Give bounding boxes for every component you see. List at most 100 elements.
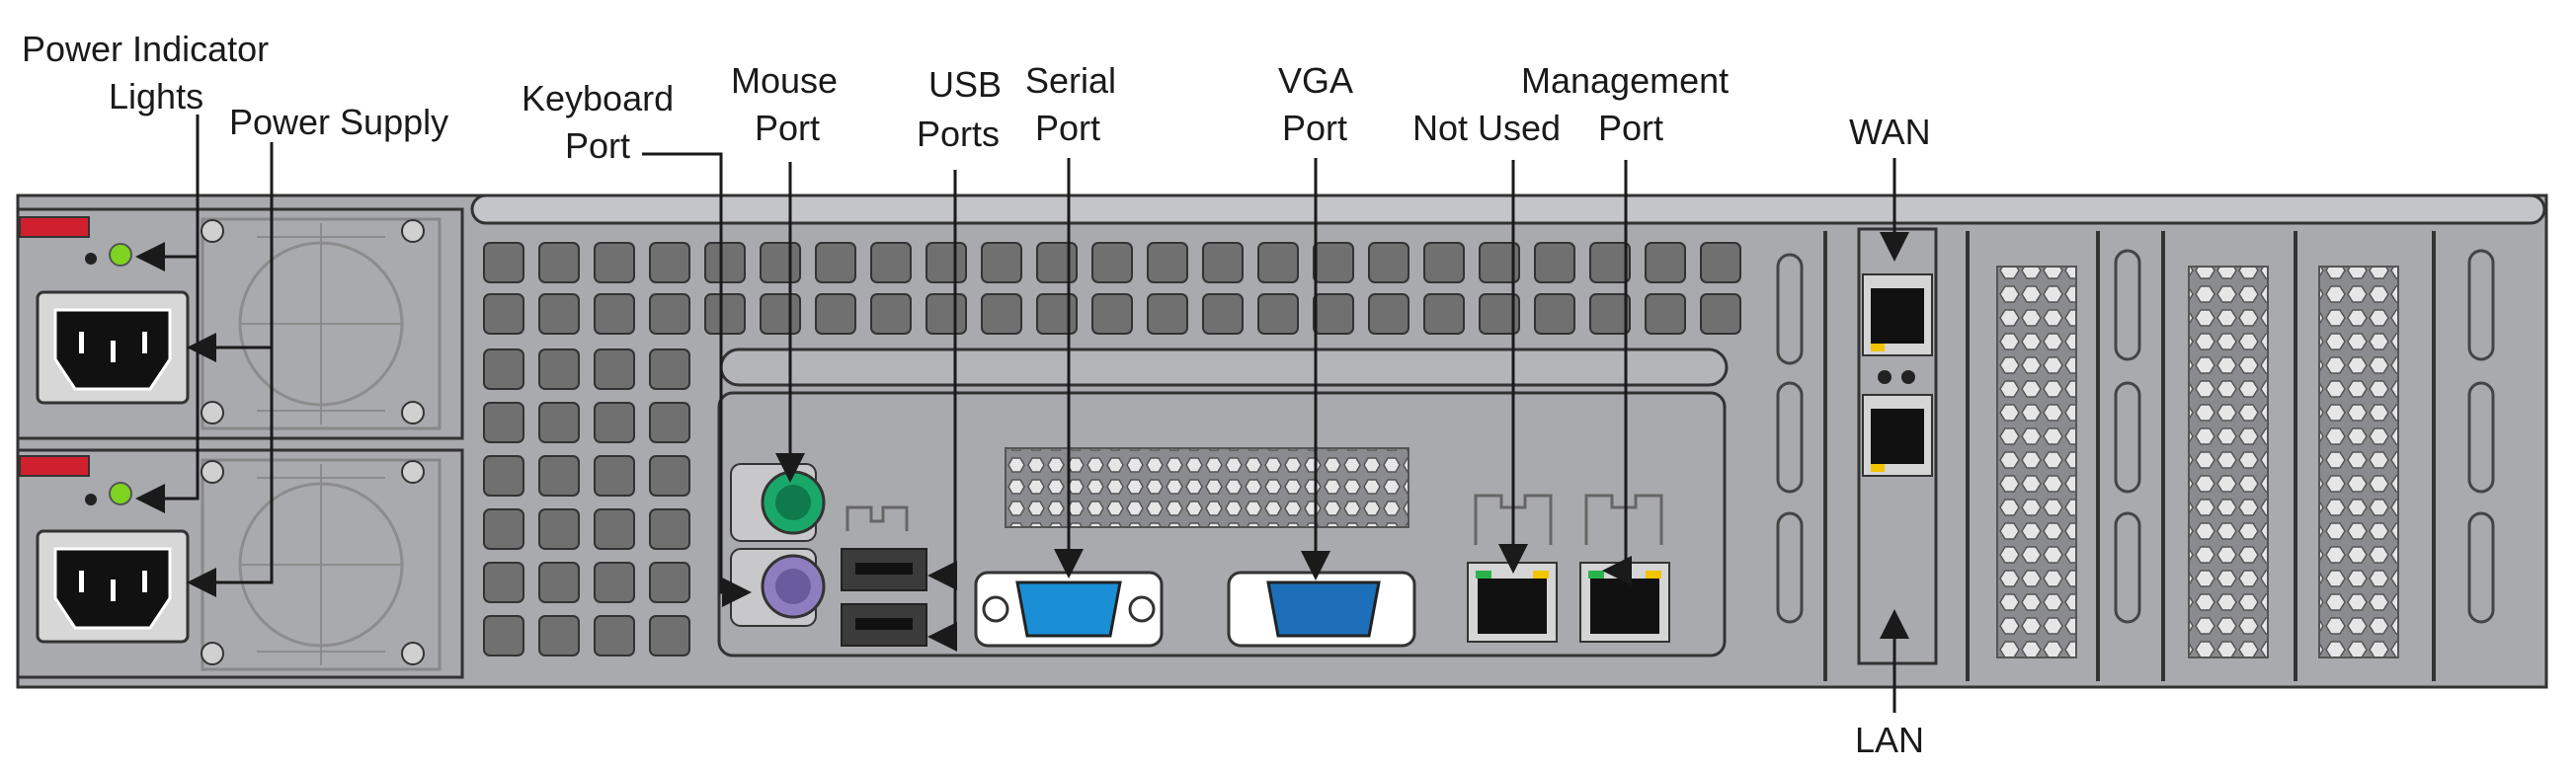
vent-hole: [1700, 293, 1741, 335]
vga-port-icon: [1266, 580, 1381, 638]
power-indicator-dot: [85, 253, 97, 265]
vent-hole: [594, 455, 635, 497]
screw-icon: [401, 460, 425, 484]
vent-hole: [1091, 242, 1133, 283]
label-power-indicator-line1: Power Indicator: [22, 29, 269, 69]
vent-hole: [1036, 242, 1078, 283]
vent-hole: [483, 615, 524, 656]
vent-hole: [1645, 293, 1686, 335]
vent-hole: [1368, 293, 1409, 335]
vent-hole: [926, 242, 967, 283]
vent-hole: [704, 293, 746, 335]
vent-hole: [1423, 242, 1465, 283]
vent-hole: [483, 242, 524, 283]
screw-icon: [401, 219, 425, 243]
label-usb-ports-line2: Ports: [917, 114, 1000, 154]
chassis-vents: [483, 242, 1741, 656]
screw-icon: [201, 460, 224, 484]
psu-handle-red: [19, 455, 90, 477]
psu-handle-red: [19, 216, 90, 238]
vent-hole: [594, 348, 635, 390]
vent-hole: [760, 242, 801, 283]
vent-hole: [483, 562, 524, 603]
vent-hole: [870, 242, 912, 283]
label-wan: WAN: [1849, 112, 1931, 152]
vent-hole: [594, 508, 635, 550]
db9-port-icon: [1015, 580, 1122, 638]
label-not-used: Not Used: [1412, 108, 1561, 148]
vent-hole: [1147, 242, 1188, 283]
vent-hole: [594, 562, 635, 603]
vent-hole: [1257, 293, 1299, 335]
vent-hole: [1700, 242, 1741, 283]
leader-lines: [135, 115, 1909, 713]
vent-hole: [649, 348, 690, 390]
fan-grille-icon: [201, 217, 442, 430]
vent-hole: [1313, 242, 1354, 283]
vent-hole: [1589, 293, 1631, 335]
vent-hole: [538, 293, 580, 335]
vent-hole: [1534, 293, 1575, 335]
vent-hole: [594, 402, 635, 443]
vent-hole: [538, 455, 580, 497]
screw-icon: [201, 219, 224, 243]
vent-hole: [538, 242, 580, 283]
label-mouse-port-line2: Port: [755, 108, 820, 148]
label-management-port-line2: Port: [1598, 108, 1663, 148]
vent-hole: [1589, 242, 1631, 283]
vent-hole: [981, 293, 1022, 335]
vent-hole: [538, 562, 580, 603]
label-power-indicator-line2: Lights: [109, 76, 203, 116]
vent-hole: [538, 348, 580, 390]
vent-hole: [649, 455, 690, 497]
chassis-top-rail: [470, 193, 2546, 225]
vent-hole: [649, 242, 690, 283]
vent-hole: [981, 242, 1022, 283]
unused-port-outline: [1584, 494, 1663, 545]
vent-hole: [1202, 293, 1244, 335]
lan-port: [1862, 394, 1933, 477]
keyboard-port: [730, 548, 826, 627]
power-supply-2: [16, 448, 464, 679]
label-keyboard-port-line2: Port: [565, 125, 630, 166]
vent-hole: [1257, 242, 1299, 283]
vent-hole: [538, 402, 580, 443]
wan-port: [1862, 273, 1933, 356]
vent-hole: [1423, 293, 1465, 335]
vent-hole: [538, 615, 580, 656]
vent-hole: [1313, 293, 1354, 335]
vent-hole: [1202, 242, 1244, 283]
screw-icon: [201, 642, 224, 665]
vent-hole: [594, 242, 635, 283]
not-used-port: [1467, 562, 1558, 643]
vent-hole: [483, 293, 524, 335]
label-vga-port-line2: Port: [1282, 108, 1347, 148]
vent-hole: [649, 402, 690, 443]
vent-hole: [1091, 293, 1133, 335]
vent-hole: [483, 508, 524, 550]
vent-hole: [483, 402, 524, 443]
vent-hole: [1645, 242, 1686, 283]
screw-icon: [401, 642, 425, 665]
vent-hole: [760, 293, 801, 335]
label-vga-port-line1: VGA: [1278, 60, 1353, 101]
vent-hole: [649, 508, 690, 550]
label-management-port-line1: Management: [1521, 60, 1729, 101]
fan-grille-icon: [201, 458, 442, 671]
label-serial-port-line1: Serial: [1025, 60, 1116, 101]
label-usb-ports-line1: USB: [928, 64, 1002, 105]
serial-vent-grille: [1005, 447, 1409, 528]
vent-hole: [1147, 293, 1188, 335]
vent-hole: [1479, 293, 1520, 335]
vent-hole: [594, 615, 635, 656]
vent-hole: [926, 293, 967, 335]
vent-hole: [815, 293, 856, 335]
io-rail: [719, 347, 1729, 387]
vent-hole: [1036, 293, 1078, 335]
power-supply-1: [16, 207, 464, 440]
screw-icon: [201, 401, 224, 425]
vent-hole: [1479, 242, 1520, 283]
vent-hole: [483, 348, 524, 390]
power-indicator-green: [109, 482, 132, 505]
